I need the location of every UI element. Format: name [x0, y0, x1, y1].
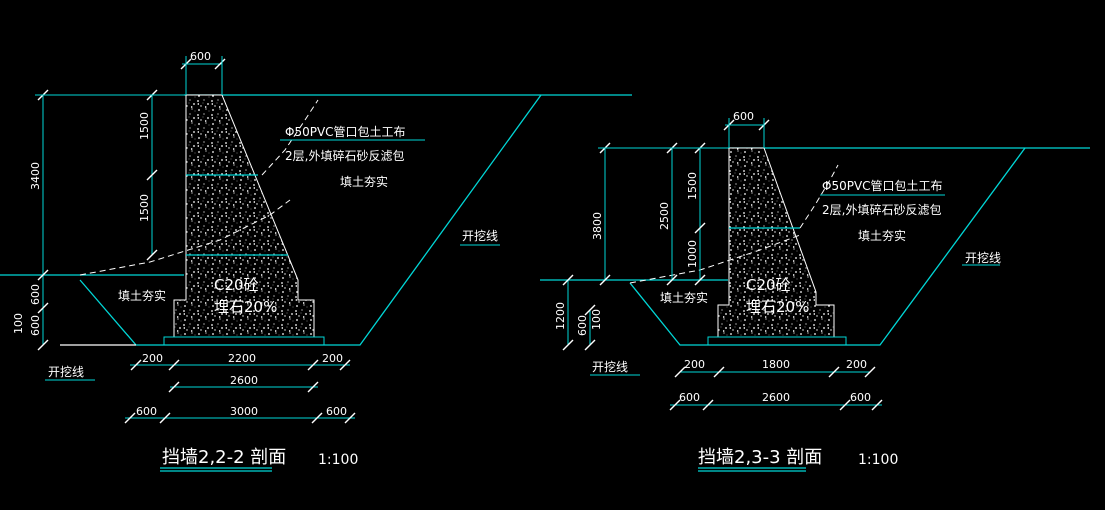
right-base-slab [707, 336, 847, 346]
left-drain-dash [79, 199, 291, 276]
left-label-exc-left: 开挖线 [48, 364, 84, 379]
left-base-slab [163, 336, 325, 346]
right-drain-dash [629, 234, 801, 284]
right-dim-base-left: 200 [684, 358, 705, 371]
right-label-concrete-1: C20砼 [746, 276, 791, 294]
right-dim-exc-left: 600 [679, 391, 700, 404]
right-dim-base-mid: 1800 [762, 358, 790, 371]
right-wall-body [717, 147, 835, 338]
right-dim-footing-h: 600 [576, 315, 589, 336]
left-dim-exc-mid: 3000 [230, 405, 258, 418]
left-dim-lower-h: 1500 [138, 194, 151, 222]
right-label-pipe: Φ50PVC管口包土工布 [822, 178, 943, 193]
right-leader-dash [799, 164, 839, 229]
left-dim-base-total: 2600 [230, 374, 258, 387]
left-dim-upper-h: 1500 [138, 112, 151, 140]
right-dim-below-grade: 1200 [554, 302, 567, 330]
left-dim-base-mid: 2200 [228, 352, 256, 365]
left-dim-exc-left: 600 [136, 405, 157, 418]
left-leader-dash [261, 99, 319, 176]
left-label-backfill-toe: 填土夯实 [118, 288, 166, 303]
right-label-backfill-top: 填土夯实 [858, 228, 906, 243]
right-label-filter: 2层,外填碎石砂反滤包 [822, 202, 941, 217]
right-section-scale: 1:100 [858, 452, 898, 468]
right-dim-upper-h: 1500 [686, 172, 699, 200]
left-dim-top-width: 600 [190, 50, 211, 63]
left-label-exc-right: 开挖线 [462, 228, 498, 243]
right-label-exc-left: 开挖线 [592, 359, 628, 374]
left-label-pipe: Φ50PVC管口包土工布 [285, 124, 406, 139]
left-dim-total-h: 3400 [29, 162, 42, 190]
left-dim-below-grade: 600 [29, 284, 42, 305]
left-dim-base-right: 200 [322, 352, 343, 365]
left-section-title: 挡墙2,2-2 剖面 [162, 447, 286, 468]
left-dim-base-left: 200 [142, 352, 163, 365]
right-dim-total-h: 3800 [591, 212, 604, 240]
left-dim-exc-right: 600 [326, 405, 347, 418]
right-label-concrete-2: 埋石20% [746, 298, 809, 316]
right-section-title: 挡墙2,3-3 剖面 [698, 447, 822, 468]
left-wall-body [173, 94, 315, 338]
right-dim-exc-right: 600 [850, 391, 871, 404]
left-section-scale: 1:100 [318, 452, 358, 468]
right-dim-lower-h: 1000 [686, 240, 699, 268]
right-label-backfill-toe: 填土夯实 [660, 290, 708, 305]
right-label-exc-right: 开挖线 [965, 250, 1001, 265]
left-label-concrete-1: C20砼 [214, 276, 259, 294]
right-dim-top-width: 600 [733, 110, 754, 123]
left-dim-footing-offset: 100 [12, 313, 25, 334]
left-label-concrete-2: 埋石20% [214, 298, 277, 316]
right-dim-base-right: 200 [846, 358, 867, 371]
left-section: 600 1500 1500 3400 600 600 100 200 2200 … [0, 50, 632, 472]
left-label-backfill-top: 填土夯实 [340, 174, 388, 189]
left-dim-footing-h: 600 [29, 315, 42, 336]
right-section: 600 1500 1000 2500 3800 1200 600 100 200… [540, 110, 1090, 472]
left-label-filter: 2层,外填碎石砂反滤包 [285, 148, 404, 163]
right-dim-footing-offset: 100 [590, 309, 603, 330]
right-dim-mid-h: 2500 [658, 202, 671, 230]
right-dim-base-total: 2600 [762, 391, 790, 404]
